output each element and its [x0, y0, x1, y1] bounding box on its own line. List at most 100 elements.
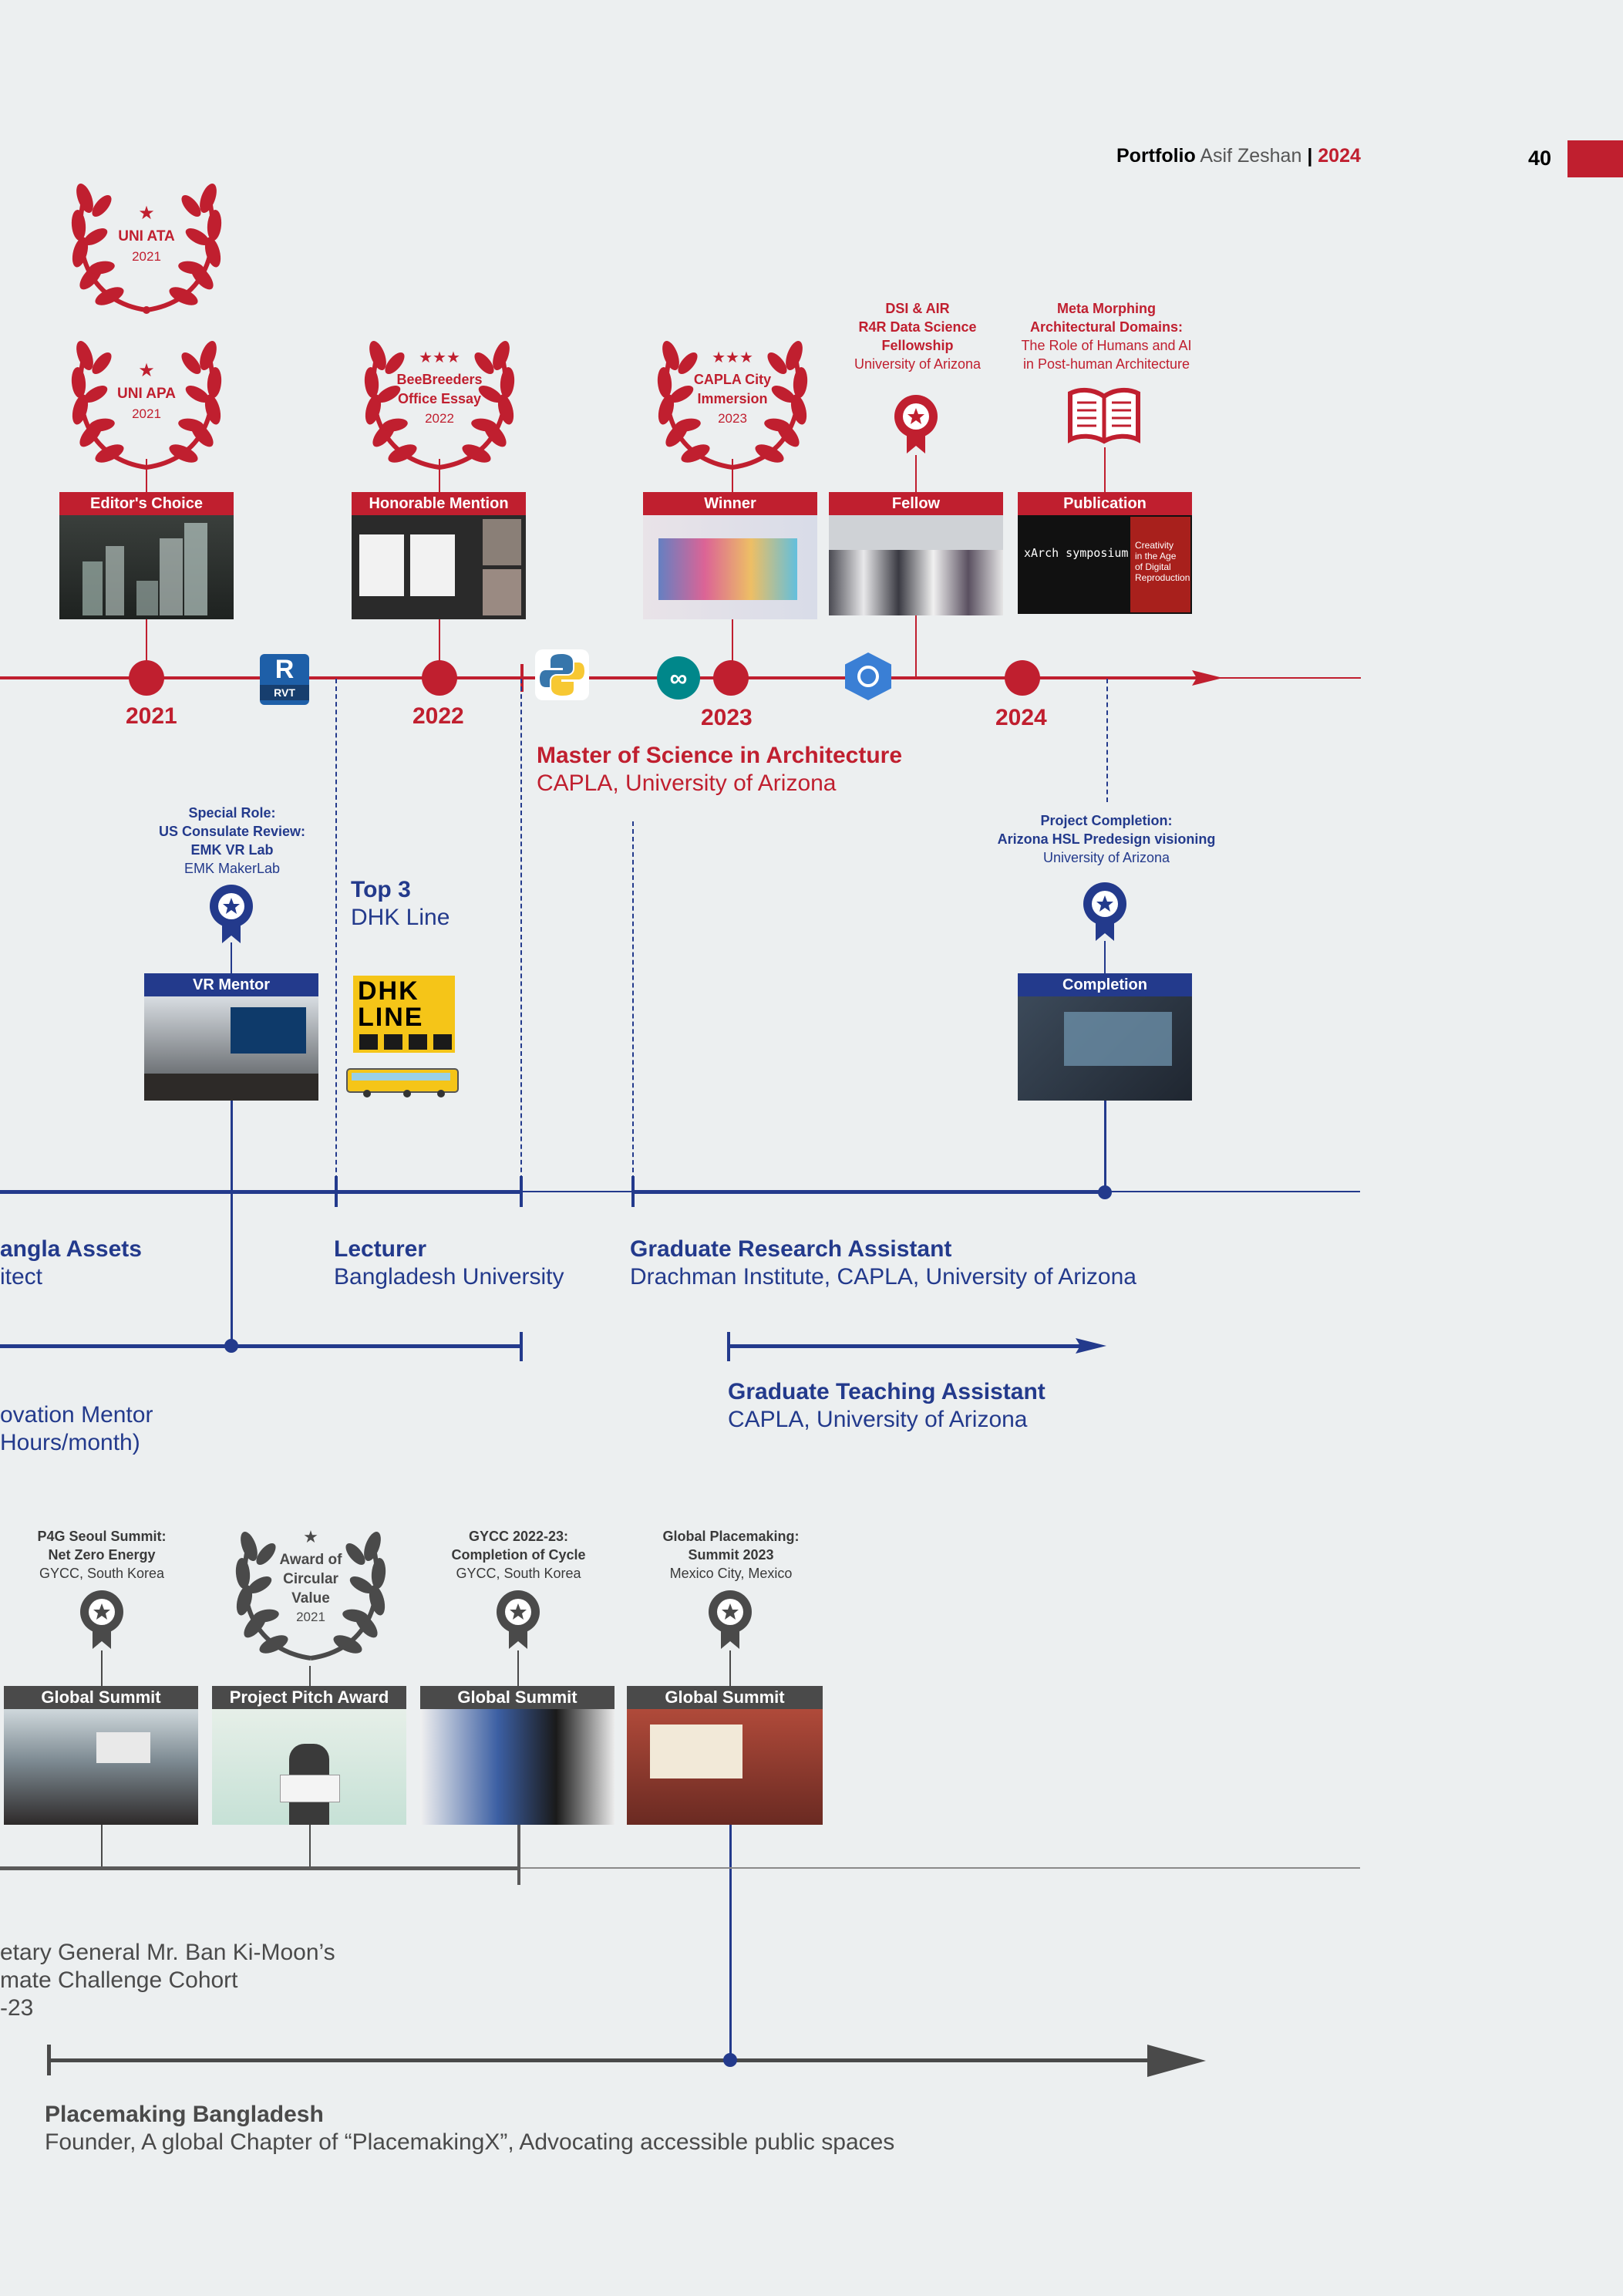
global-summit-bar-2: Global Summit [420, 1686, 615, 1709]
p4g-caption: P4G Seoul Summit: Net Zero Energy GYCC, … [2, 1527, 202, 1583]
circular-line1: Award of [280, 1552, 342, 1568]
placemaking-summit-photo [627, 1709, 823, 1825]
medal-icon [495, 1589, 541, 1650]
page-number: 40 [1528, 147, 1551, 170]
top3-block: Top 3 DHK Line [351, 876, 450, 932]
author-name: Asif Zeshan [1200, 145, 1301, 167]
cohort-line2: mate Challenge Cohort [0, 1967, 335, 1994]
dsi-line3: Fellowship [829, 336, 1006, 355]
dhk-logo-line1: DHK [358, 977, 419, 1005]
capla-name2: Immersion [697, 391, 767, 406]
portrait-thumb [483, 569, 521, 615]
connector [915, 615, 917, 677]
essay-page-thumb [359, 534, 404, 596]
dsi-line1: DSI & AIR [829, 299, 1006, 318]
gycc-line1: GYCC 2022-23: [416, 1527, 621, 1546]
gta-sub: CAPLA, University of Arizona [728, 1406, 1046, 1434]
audience [144, 1074, 318, 1101]
cohort-line3: -23 [0, 1994, 335, 2022]
globe-app-icon [845, 652, 891, 700]
medal-icon [707, 1589, 753, 1650]
p4g-summit-photo [4, 1709, 198, 1825]
medal-icon [79, 1589, 125, 1650]
book-cover-image: Creativity in the Age of Digital Reprodu… [1130, 517, 1190, 612]
timeline-dot [224, 1339, 238, 1353]
book-title-line2: in the Age [1135, 551, 1187, 561]
dsi-caption: DSI & AIR R4R Data Science Fellowship Un… [829, 299, 1006, 373]
gta-title: Graduate Teaching Assistant [728, 1378, 1046, 1406]
special-role-line2: US Consulate Review: [131, 822, 333, 841]
beebreeders-year: 2022 [355, 409, 524, 428]
python-icon [535, 649, 589, 700]
revit-letter: R [260, 654, 309, 685]
bangla-assets-sub: itect [0, 1263, 142, 1291]
project-pitch-award-bar: Project Pitch Award [212, 1686, 406, 1709]
book-title-line1: Creativity [1135, 540, 1187, 551]
placemaking-caption: Global Placemaking: Summit 2023 Mexico C… [631, 1527, 831, 1583]
dashed-connector [520, 679, 522, 1188]
gra-block: Graduate Research Assistant Drachman Ins… [630, 1236, 1136, 1291]
special-role-caption: Special Role: US Consulate Review: EMK V… [131, 804, 333, 878]
capla-year: 2023 [648, 409, 817, 428]
cohort-line1: etary General Mr. Ban Ki-Moon’s [0, 1939, 335, 1967]
three-stars-icon: ★★★ [648, 349, 817, 368]
timeline-tick [727, 1332, 730, 1361]
header-year: 2024 [1318, 145, 1361, 167]
connector [1104, 941, 1106, 975]
year-dot-2023 [713, 660, 749, 696]
presentation-screen [650, 1725, 742, 1778]
presentation-screen [231, 1007, 306, 1054]
beebreeders-name1: BeeBreeders [396, 372, 482, 387]
connector [915, 455, 917, 494]
year-label-2023: 2023 [701, 705, 753, 731]
book-title-line3: of Digital [1135, 561, 1187, 572]
award-bar-publication: Publication [1018, 492, 1192, 515]
uni-apa-name: UNI APA [117, 386, 176, 402]
mentor-line2: Hours/month) [0, 1429, 153, 1457]
mentor-block: ovation Mentor Hours/month) [0, 1401, 153, 1457]
glass-model-image [59, 515, 234, 619]
uni-apa-laurel: ★ UNI APA 2021 [62, 321, 231, 475]
page-header: Portfolio Asif Zeshan | 2024 [1116, 145, 1361, 167]
bus-icon [345, 1064, 461, 1099]
winner-photo [643, 515, 817, 619]
group-photo-image [829, 550, 1003, 615]
thin-red-line [1203, 677, 1361, 679]
connector [146, 459, 147, 494]
lecturer-title: Lecturer [334, 1236, 564, 1263]
global-summit-bar-3: Global Summit [627, 1686, 823, 1709]
connector [517, 1650, 519, 1687]
year-dot-2022 [422, 660, 457, 696]
lecturer-block: Lecturer Bangladesh University [334, 1236, 564, 1291]
placemaking-timeline [49, 2058, 1151, 2062]
timeline-tick [520, 1176, 523, 1207]
navy-timeline-gta [729, 1344, 1083, 1348]
navy-timeline-tail [1106, 1191, 1360, 1192]
year-dot-2021 [129, 660, 164, 696]
gray-timeline [0, 1866, 520, 1870]
dsi-line4: University of Arizona [854, 356, 981, 372]
timeline-dot [723, 2053, 737, 2067]
project-completion-line2: Arizona HSL Predesign visioning [971, 830, 1241, 848]
medal-icon [208, 883, 254, 945]
revit-icon: R RVT [260, 654, 309, 705]
circular-value-laurel: ★ Award of Circular Value 2021 [226, 1512, 396, 1666]
uni-ata-laurel: ★ UNI ATA 2021 [62, 164, 231, 318]
timeline-tick [631, 1176, 635, 1207]
navy-timeline-2 [632, 1190, 1106, 1194]
star-icon: ★ [226, 1527, 396, 1546]
honorable-mention-photo [352, 515, 526, 619]
medal-icon [893, 393, 939, 455]
timeline-dot [1098, 1185, 1112, 1199]
timeline-arrowhead [1076, 1337, 1109, 1355]
year-dot-2024 [1005, 660, 1040, 696]
portrait-thumb [483, 519, 521, 565]
connector [309, 1666, 311, 1687]
editors-choice-photo [59, 515, 234, 619]
uni-apa-year: 2021 [62, 404, 231, 423]
connector [729, 1650, 731, 1687]
connector [231, 1101, 233, 1346]
connector [732, 459, 733, 494]
star-icon: ★ [62, 361, 231, 380]
connector [439, 459, 440, 494]
